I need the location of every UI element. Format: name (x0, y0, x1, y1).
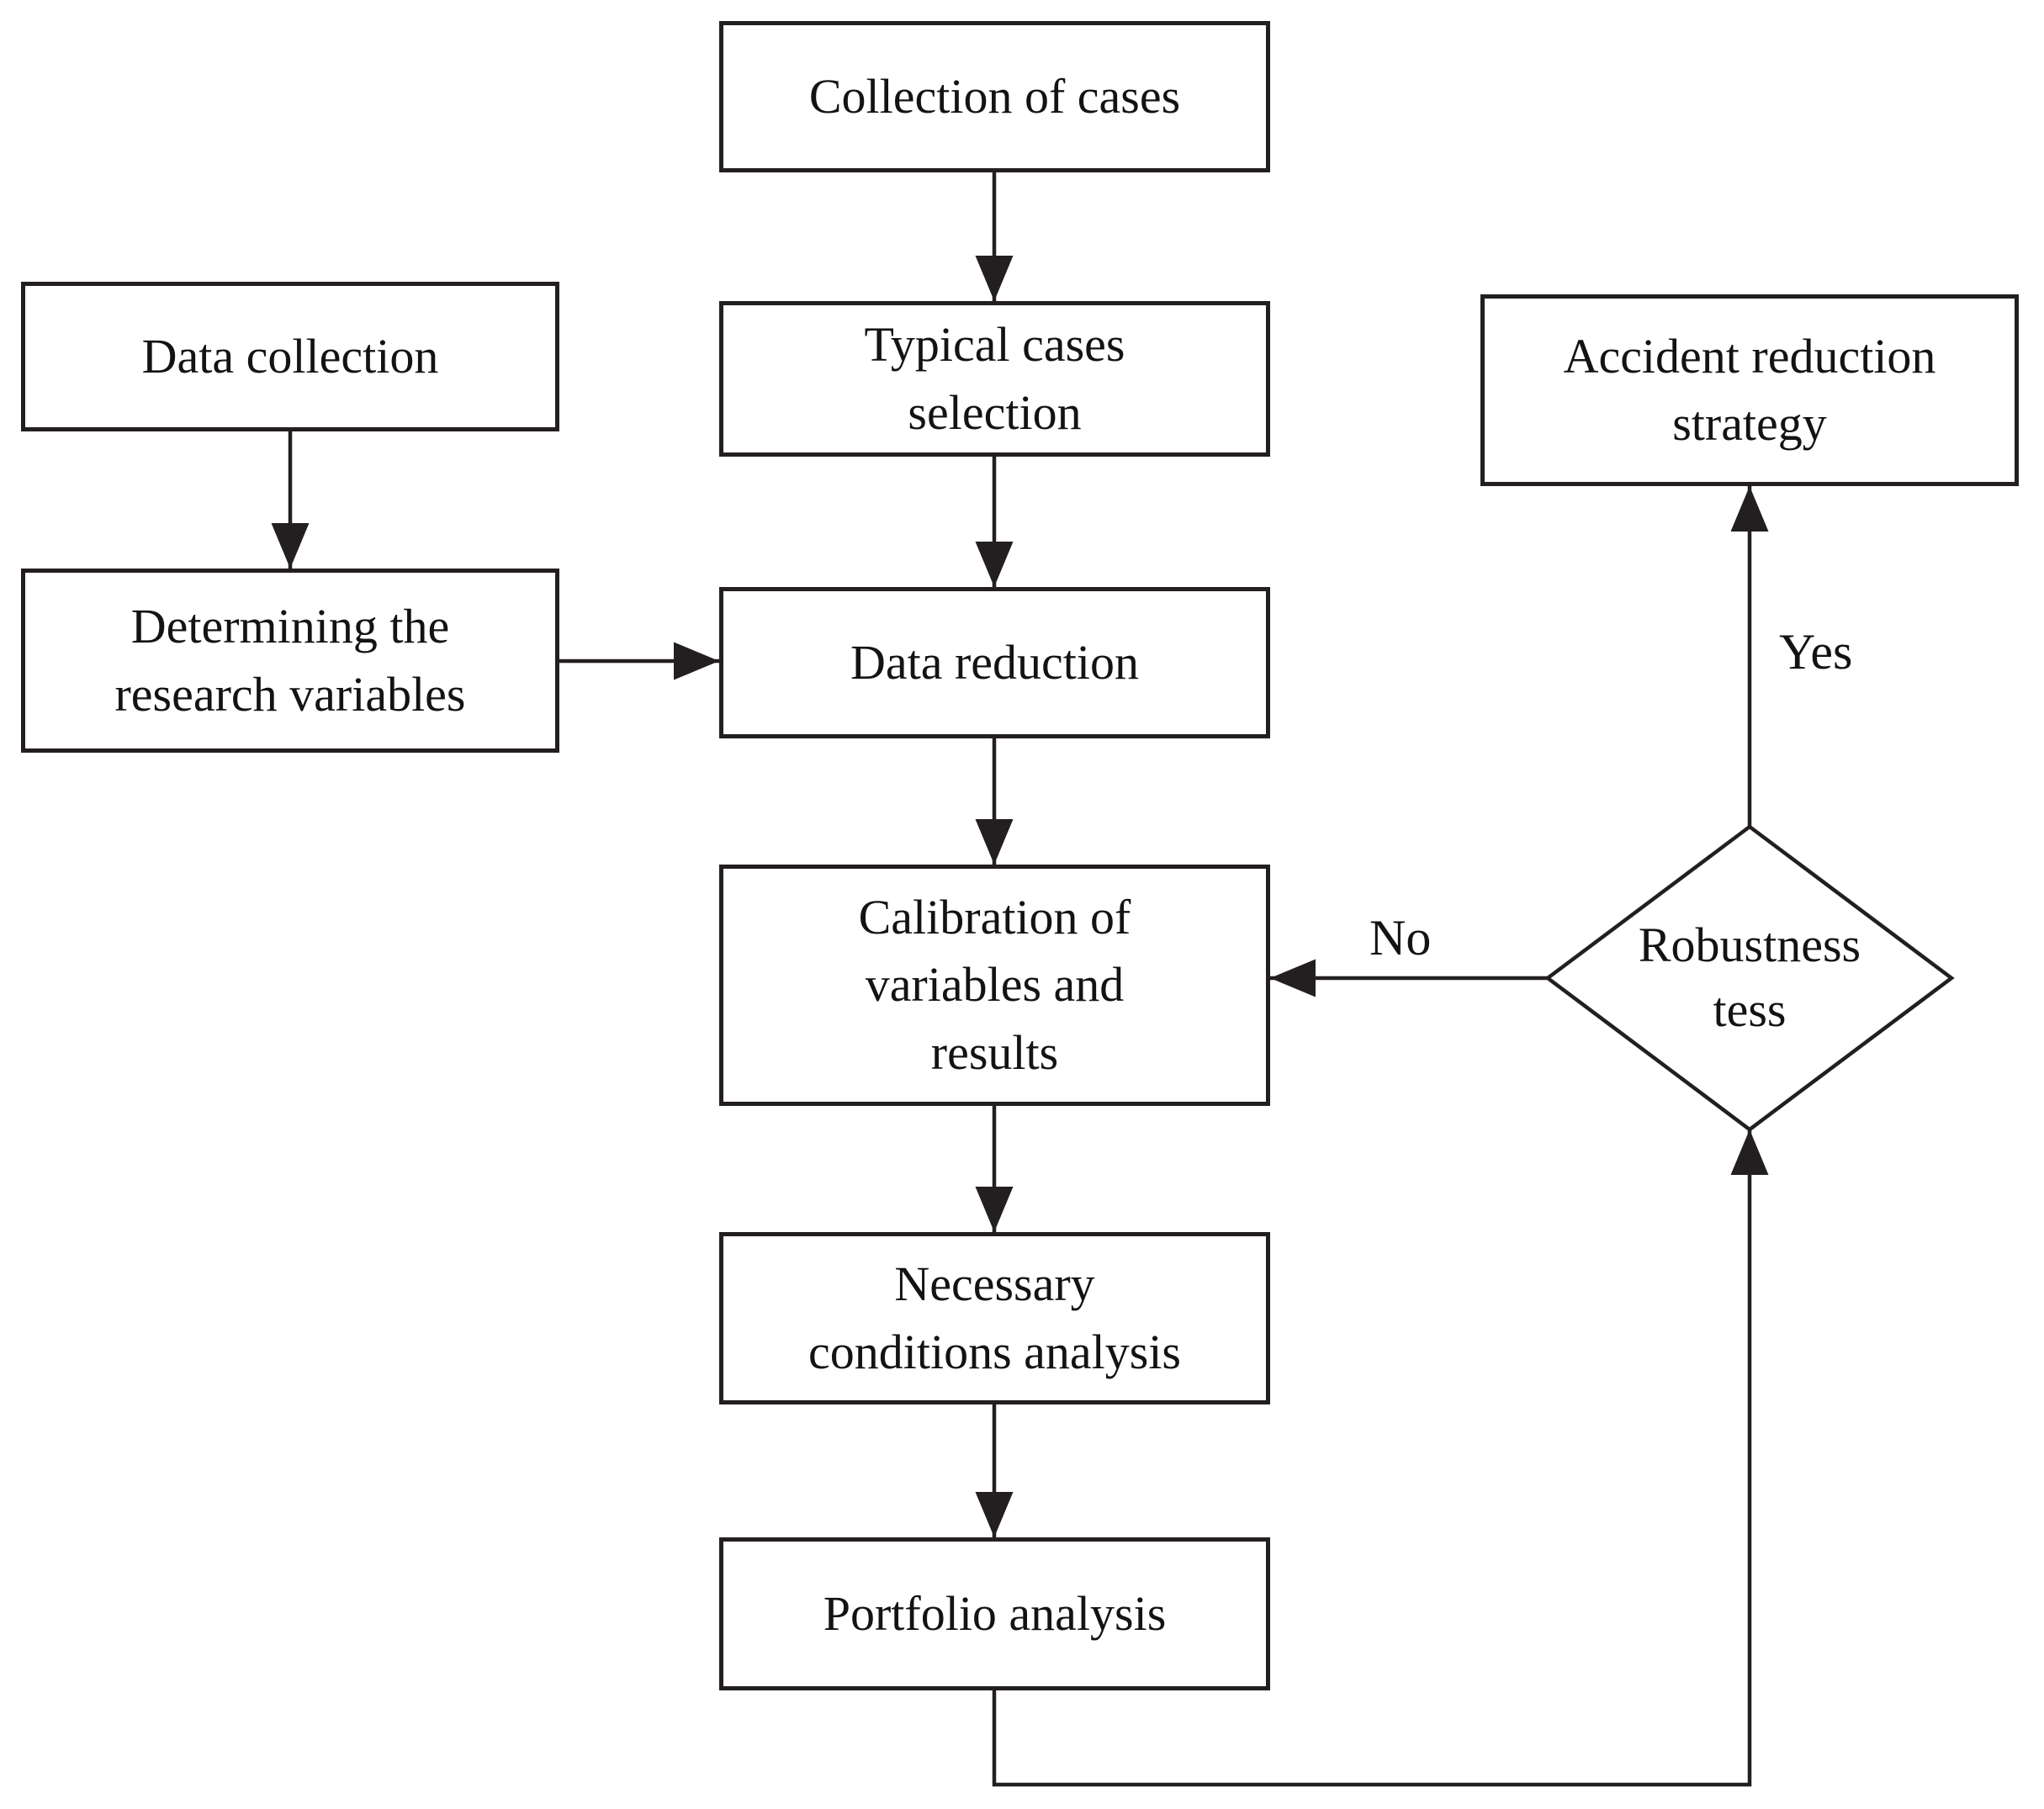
node-necessary-conditions-analysis: Necessary conditions analysis (719, 1232, 1270, 1404)
node-label-calibration-variables-results: Calibration of variables and results (858, 890, 1131, 1080)
node-determining-research-variables: Determining the research variables (21, 569, 559, 753)
node-label-accident-reduction-strategy: Accident reduction strategy (1563, 328, 1936, 451)
node-portfolio-analysis: Portfolio analysis (719, 1537, 1270, 1690)
node-label-data-reduction: Data reduction (850, 634, 1139, 690)
node-robustness-test: Robustness tess (1556, 844, 1943, 1113)
edge-label-no: No (1369, 910, 1432, 965)
node-data-reduction: Data reduction (719, 587, 1270, 738)
node-collection-of-cases: Collection of cases (719, 21, 1270, 172)
node-calibration-variables-results: Calibration of variables and results (719, 865, 1270, 1106)
node-label-robustness-test: Robustness tess (1638, 918, 1861, 1037)
node-typical-cases-selection: Typical cases selection (719, 301, 1270, 457)
node-label-portfolio-analysis: Portfolio analysis (823, 1585, 1167, 1641)
node-label-typical-cases-selection: Typical cases selection (864, 317, 1125, 440)
edge-label-yes: Yes (1779, 624, 1853, 680)
node-accident-reduction-strategy: Accident reduction strategy (1480, 294, 2019, 486)
node-label-determining-research-variables: Determining the research variables (114, 599, 466, 722)
node-data-collection: Data collection (21, 282, 559, 431)
node-label-collection-of-cases: Collection of cases (808, 68, 1181, 124)
node-label-data-collection: Data collection (141, 328, 439, 383)
edge-portfolio-to-robustness-feedback (992, 1129, 1769, 1787)
node-label-necessary-conditions-analysis: Necessary conditions analysis (808, 1256, 1181, 1379)
